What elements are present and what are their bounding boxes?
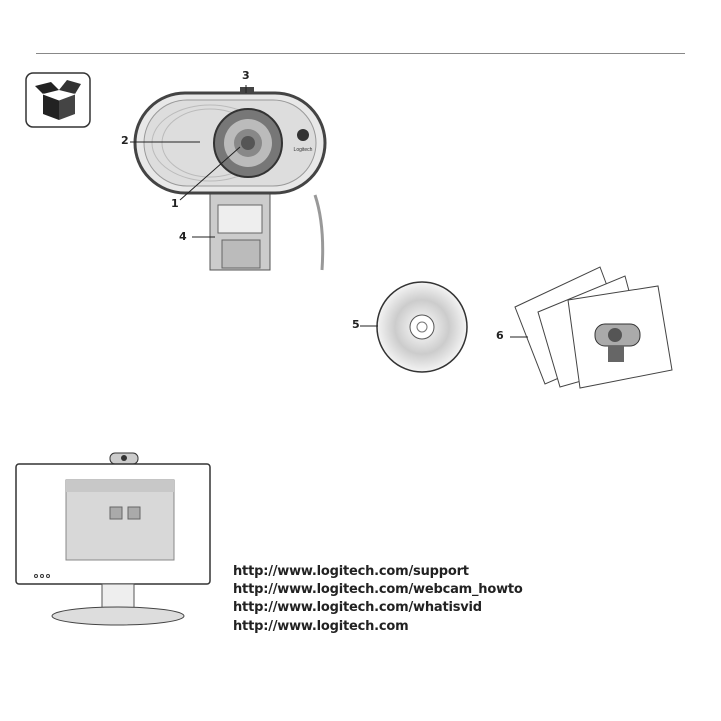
header-divider (36, 53, 685, 54)
logitech-home-link[interactable]: http://www.logitech.com (233, 619, 409, 634)
documentation-illustration (510, 266, 673, 389)
package-box-icon (25, 72, 91, 128)
cd-illustration (360, 281, 468, 373)
callout-1: 1 (171, 197, 179, 210)
callout-3: 3 (242, 69, 250, 82)
monitor-illustration (15, 452, 211, 626)
support-link[interactable]: http://www.logitech.com/support (233, 564, 469, 579)
webcam-howto-link[interactable]: http://www.logitech.com/webcam_howto (233, 582, 523, 597)
callout-2: 2 (121, 134, 129, 147)
callout-4: 4 (179, 230, 187, 243)
whatisvid-link[interactable]: http://www.logitech.com/whatisvid (233, 600, 482, 615)
callout-6: 6 (496, 329, 504, 342)
callout-5: 5 (352, 318, 360, 331)
webcam-logo: Logitech (294, 147, 313, 153)
webcam-illustration: Logitech (130, 85, 327, 271)
